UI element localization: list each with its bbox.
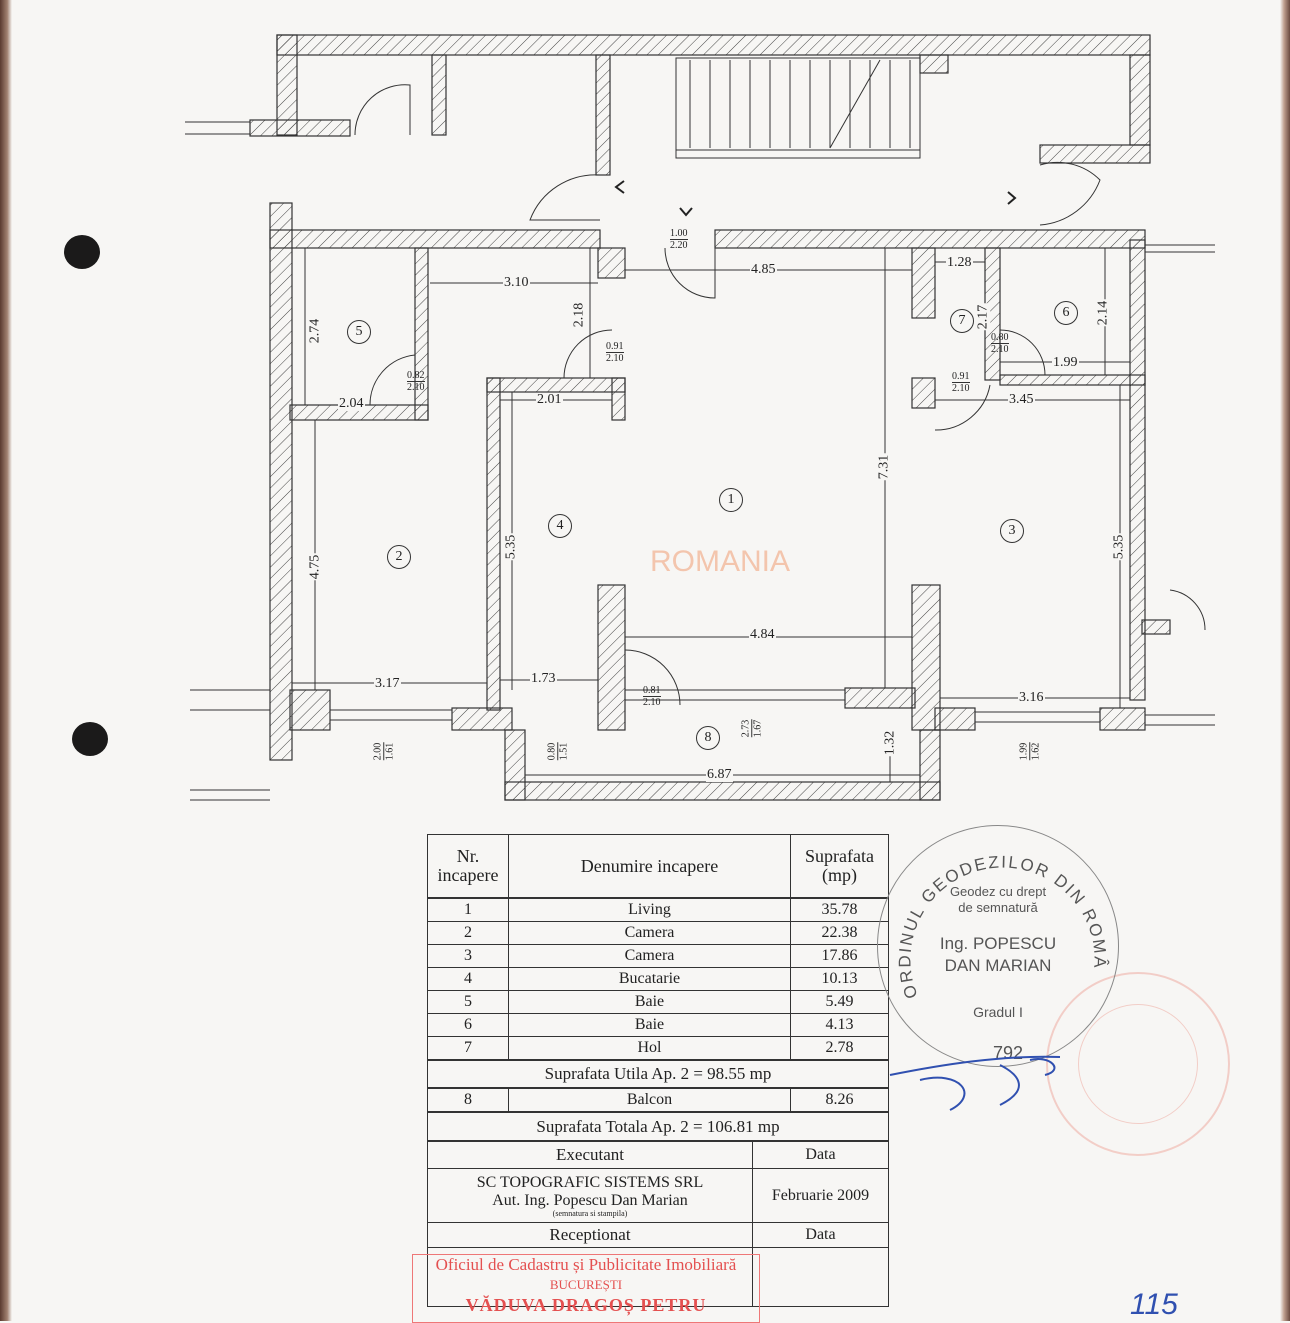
- walls: [249, 34, 1171, 801]
- dimension-label: 2.14: [1095, 299, 1111, 327]
- grand-area-total: Suprafata Totala Ap. 2 = 106.81 mp: [427, 1111, 889, 1142]
- executant-label: Executant: [427, 1140, 753, 1169]
- page-number: 115: [1130, 1288, 1178, 1321]
- dimension-label: 5.35: [503, 533, 519, 561]
- arrow-left-icon: [614, 180, 625, 194]
- room-number: 6: [1054, 301, 1078, 325]
- dimension-label: 7.31: [876, 453, 892, 481]
- red-round-stamp: [1046, 972, 1230, 1156]
- dimension-label: 1.28: [946, 255, 973, 270]
- room-number: 4: [548, 514, 572, 538]
- dimension-label: 1.99: [1052, 355, 1079, 370]
- room-number: 7: [950, 309, 974, 333]
- exit-arrows: [614, 180, 1017, 217]
- paper-edge-left: [0, 0, 12, 1321]
- ocpi-stamp: Oficiul de Cadastru și Publicitate Imobi…: [412, 1254, 760, 1323]
- room-number: 1: [719, 488, 743, 512]
- received-signature-cell: [427, 1247, 753, 1307]
- dimension-label: 4.84: [749, 627, 776, 642]
- date-label: Data: [752, 1140, 889, 1169]
- room-number: 3: [1000, 519, 1024, 543]
- dimension-label: 4.85: [750, 262, 777, 277]
- room-number: 8: [696, 726, 720, 750]
- room-area-table: Nr. incapere Denumire incapere Suprafata…: [427, 834, 889, 1142]
- useful-area-total: Suprafata Utila Ap. 2 = 98.55 mp: [427, 1059, 889, 1089]
- dimension-label: 2.74: [307, 317, 323, 345]
- surveyor-seal: ORDINUL GEODEZILOR DIN ROMÂNIA Geodez cu…: [877, 825, 1119, 1067]
- header-area: Suprafata (mp): [790, 834, 889, 899]
- watermark: ROMANIA: [650, 545, 791, 578]
- received-label: Receptionat: [427, 1222, 753, 1248]
- dimension-label: 3.17: [374, 676, 401, 691]
- windows-and-lines: [185, 57, 1215, 801]
- dimension-label: 5.35: [1111, 533, 1127, 561]
- dimension-label: 3.16: [1018, 690, 1045, 705]
- dimension-label: 2.01: [536, 392, 563, 407]
- floor-plan: [185, 34, 1215, 801]
- header-name: Denumire incapere: [508, 834, 791, 899]
- paper-edge-right: [1280, 0, 1290, 1321]
- received-date-label: Data: [752, 1222, 889, 1248]
- dimension-label: 2.17: [975, 303, 991, 331]
- signature: [889, 1055, 1061, 1111]
- dimension-label: 2.04: [338, 396, 365, 411]
- dimension-label: 4.75: [307, 553, 323, 581]
- punch-hole: [72, 722, 108, 756]
- arrow-down-icon: [679, 207, 693, 217]
- executant-date: Februarie 2009: [752, 1168, 889, 1223]
- signoff-table: Executant Data SC TOPOGRAFIC SISTEMS SRL…: [427, 1140, 889, 1307]
- room-number: 5: [347, 320, 371, 344]
- header-nr: Nr. incapere: [427, 834, 509, 899]
- dimension-label: 2.18: [571, 301, 587, 329]
- dimension-label: 1.73: [530, 671, 557, 686]
- executant-details: SC TOPOGRAFIC SISTEMS SRL Aut. Ing. Pope…: [427, 1168, 753, 1223]
- arrow-right-icon: [1007, 191, 1017, 205]
- dimension-label: 1.32: [882, 729, 898, 757]
- dimension-label: 3.45: [1008, 392, 1035, 407]
- room-number: 2: [387, 545, 411, 569]
- dimension-label: 6.87: [706, 767, 733, 782]
- punch-hole: [64, 235, 100, 269]
- received-date-cell: [752, 1247, 889, 1307]
- dimension-label: 3.10: [503, 275, 530, 290]
